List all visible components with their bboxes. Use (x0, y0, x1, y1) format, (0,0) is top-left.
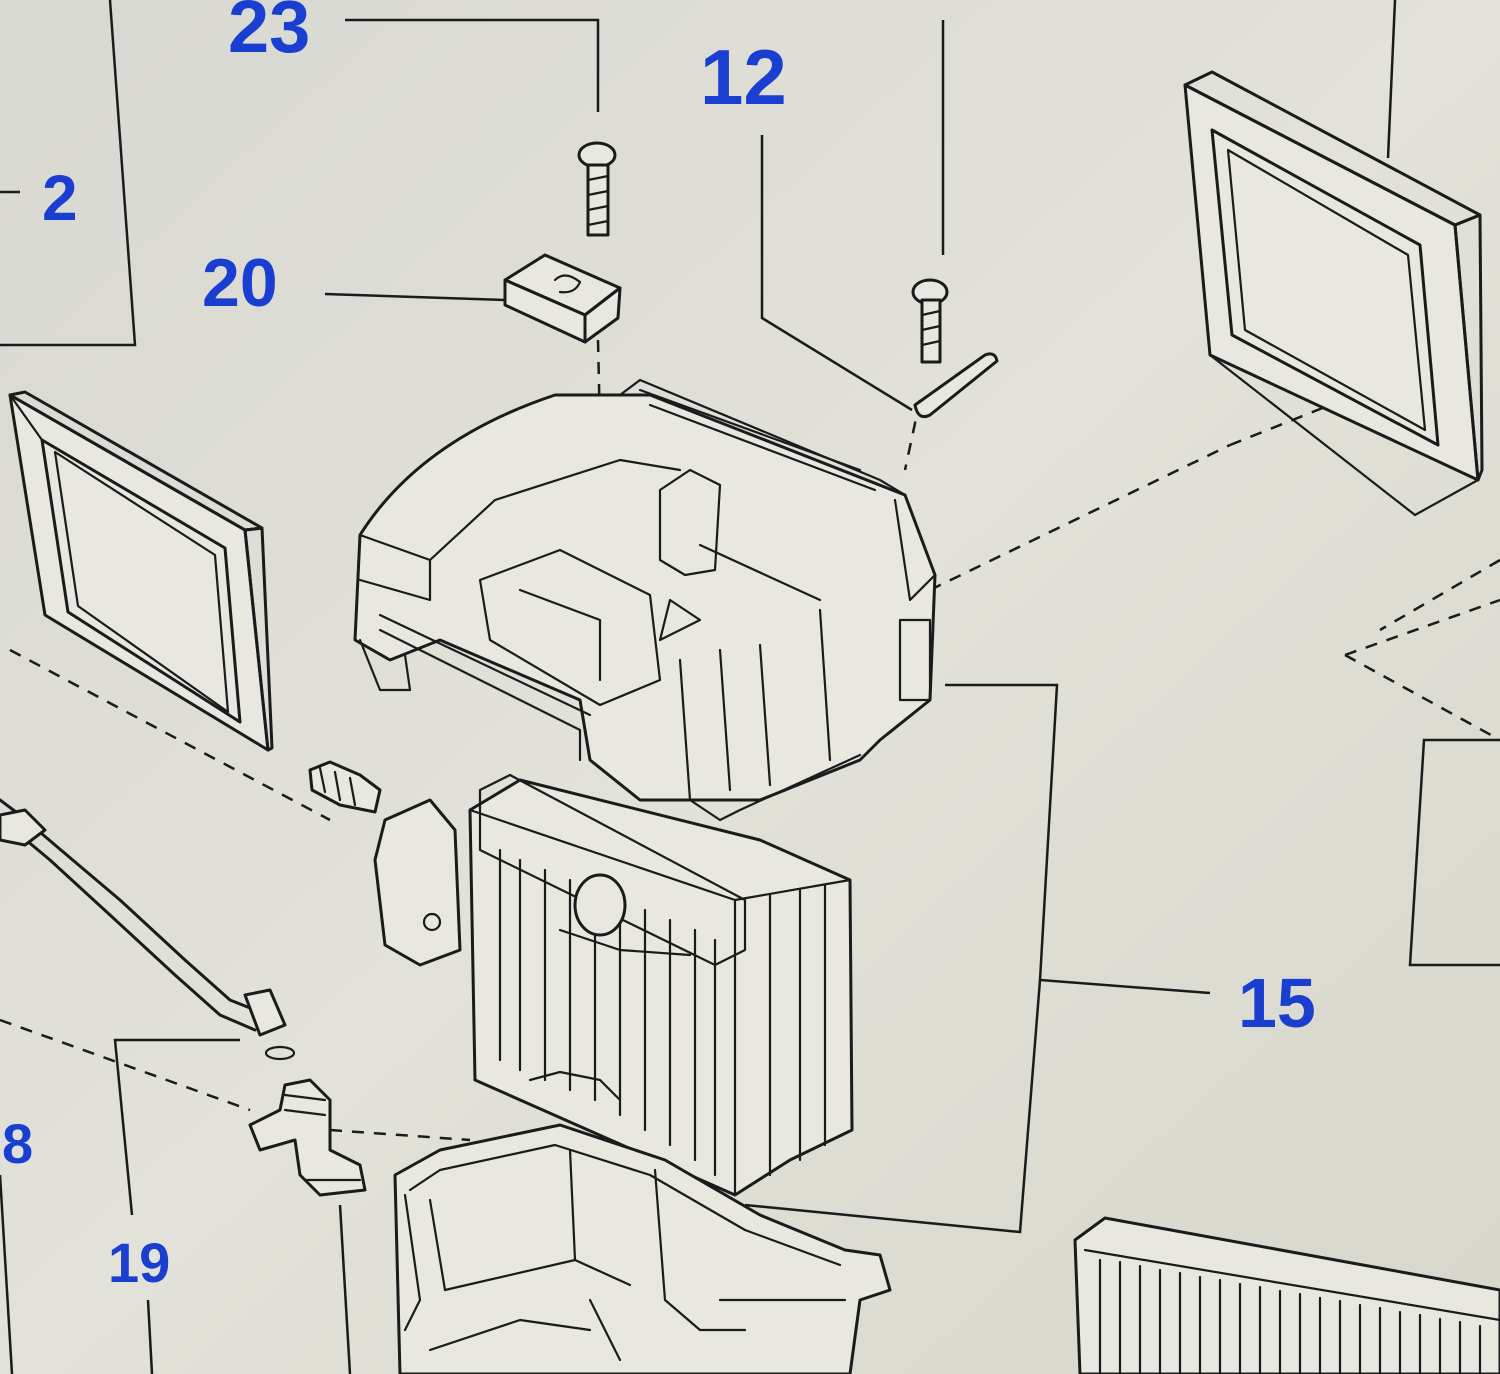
callout-20: 20 (202, 245, 278, 321)
retaining-pin (913, 352, 999, 419)
clip-20 (503, 253, 622, 344)
drain-fitting (248, 1078, 367, 1197)
callout-8: 8 (2, 1112, 33, 1175)
callout-15: 15 (1238, 964, 1316, 1042)
screw-23 (577, 141, 617, 237)
evaporator-core (468, 773, 854, 1197)
upper-housing (353, 378, 937, 822)
left-filter-frame (8, 390, 274, 752)
callout-labels: 23 12 2 20 15 8 19 (2, 0, 1316, 1294)
callout-2: 2 (42, 162, 78, 234)
drain-hose (0, 798, 296, 1061)
screw-12 (911, 278, 949, 364)
callout-23: 23 (228, 0, 310, 68)
callout-12: 12 (700, 33, 787, 121)
lower-housing (393, 1123, 892, 1374)
cabin-filter (1073, 1216, 1500, 1374)
callout-19: 19 (108, 1231, 170, 1294)
pipe-fitting (308, 760, 462, 967)
right-filter-frame (1183, 70, 1484, 517)
